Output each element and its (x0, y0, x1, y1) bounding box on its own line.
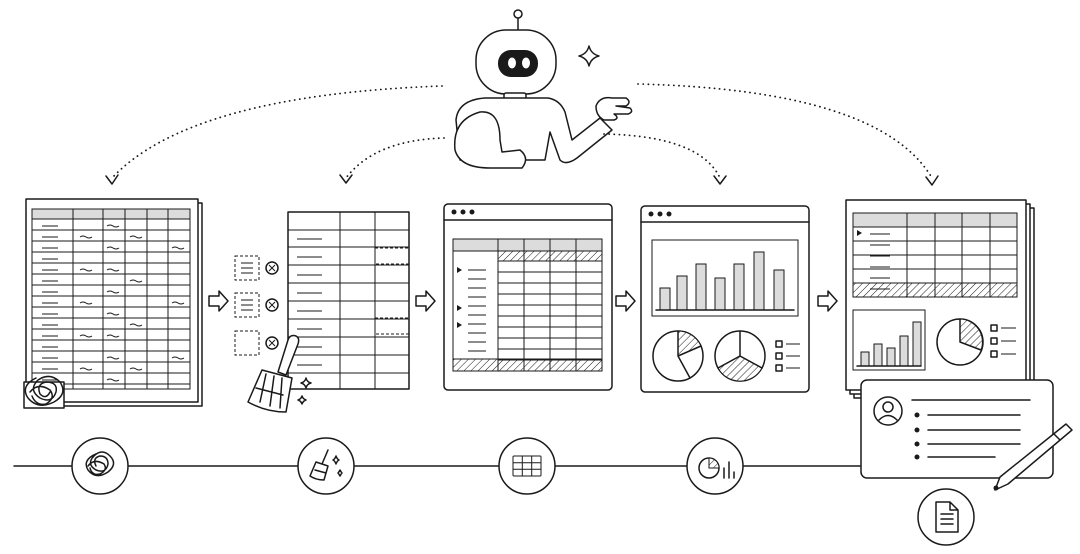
cell-squiggle (79, 301, 93, 305)
tree-arrow (457, 305, 462, 311)
bar (676, 275, 688, 311)
cell-squiggle (106, 356, 120, 360)
flow-arcs (105, 83, 939, 186)
bar (873, 343, 883, 367)
cell-squiggle (106, 246, 120, 250)
legend-swatch (990, 337, 998, 345)
bar (886, 347, 896, 367)
cell-squiggle (171, 246, 185, 250)
cell-squiggle (106, 312, 120, 316)
profile-card (860, 379, 1054, 479)
pen-icon (993, 423, 1073, 491)
cell-squiggle (79, 367, 93, 371)
cell-squiggle (129, 235, 143, 239)
bar (773, 269, 785, 311)
bullet (914, 427, 920, 433)
cell-squiggle (79, 268, 93, 272)
legend-swatch (990, 350, 998, 358)
removed-item-box (234, 330, 260, 356)
tree-arrow (457, 267, 462, 273)
bar (714, 277, 726, 311)
cell-squiggle (106, 224, 120, 228)
removed-item-box (234, 292, 260, 318)
user-profile-icon (873, 396, 903, 426)
cell-squiggle (106, 290, 120, 294)
bar (860, 351, 870, 367)
tree-arrow (457, 322, 462, 328)
cell-squiggle (129, 279, 143, 283)
removed-item-box (234, 255, 260, 281)
bar (695, 263, 707, 311)
cell-squiggle (171, 356, 185, 360)
pie-chart-right (714, 330, 766, 382)
remove-x (268, 339, 276, 347)
cell-squiggle (129, 323, 143, 327)
bullet (914, 412, 920, 418)
tree-arrow (857, 230, 862, 236)
structured-table-window (443, 203, 613, 391)
cell-squiggle (106, 268, 120, 272)
robot-figure (453, 9, 633, 169)
step-icon-broom (297, 437, 355, 495)
bullet (914, 454, 920, 460)
sparkle-icon (578, 45, 600, 67)
legend-swatch (775, 340, 783, 348)
bar (912, 321, 922, 367)
bullet (914, 441, 920, 447)
list-icon (241, 262, 253, 274)
report-stack (845, 199, 1035, 399)
step-arrows (208, 290, 838, 312)
cell-squiggle (171, 301, 185, 305)
legend-swatch (990, 324, 998, 332)
step-icon-messy (71, 437, 129, 495)
cleaning-panel (234, 211, 410, 390)
bar (899, 335, 909, 367)
cell-squiggle (129, 367, 143, 371)
cell-squiggle (79, 334, 93, 338)
bar (659, 287, 671, 311)
legend-swatch (775, 364, 783, 372)
step-icon-chart (686, 437, 744, 495)
remove-x (268, 301, 276, 309)
step-icon-grid (498, 437, 556, 495)
list-icon (241, 299, 253, 311)
messy-spreadsheet (23, 198, 203, 409)
pie-chart-left (652, 330, 704, 382)
remove-x (268, 264, 276, 272)
dashboard-window (640, 205, 810, 393)
legend-swatch (775, 352, 783, 360)
broom-icon (247, 334, 312, 413)
cell-squiggle (106, 334, 120, 338)
cell-squiggle (79, 235, 93, 239)
bar (753, 251, 765, 311)
cell-squiggle (106, 378, 120, 382)
step-icon-document (917, 488, 975, 546)
bar (733, 263, 745, 311)
